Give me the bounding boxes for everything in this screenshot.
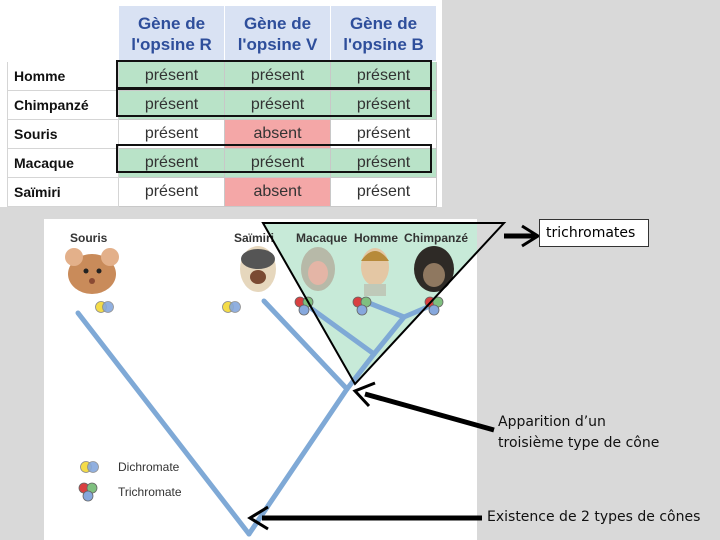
header-opsin-b: Gène de l'opsine B: [330, 5, 437, 62]
legend-dichromate-icon: [80, 461, 99, 473]
phylogenetic-tree-panel: Souris Saïmiri Macaque Homme Chimpanzé: [44, 219, 477, 540]
species-name: Souris: [7, 119, 119, 149]
species-name: Homme: [7, 61, 119, 91]
dichromat-cones-saimiri: [222, 301, 241, 313]
opsin-gene-table: Gène de l'opsine R Gène de l'opsine V Gè…: [7, 5, 437, 207]
tree-label-homme: Homme: [354, 231, 398, 245]
tree-label-saimiri: Saïmiri: [234, 231, 274, 245]
species-name: Chimpanzé: [7, 90, 119, 120]
table-header-row: Gène de l'opsine R Gène de l'opsine V Gè…: [7, 5, 437, 62]
tree-label-souris: Souris: [70, 231, 108, 245]
mouse-illustration: [65, 248, 119, 294]
third-cone-note-line2: troisième type de cône: [498, 435, 660, 451]
two-cones-arrowhead: [247, 505, 269, 531]
cell-opsin-v: absent: [224, 177, 331, 207]
two-cones-note: Existence de 2 types de cônes: [487, 509, 701, 525]
cell-opsin-r: présent: [118, 61, 225, 91]
header-opsin-v: Gène de l'opsine V: [224, 5, 331, 62]
third-cone-arrow-shaft: [364, 391, 495, 433]
saimiri-illustration: [240, 246, 276, 292]
human-illustration: [361, 248, 389, 296]
macaque-illustration: [301, 247, 335, 291]
third-cone-note-line1: Apparition d’un: [498, 414, 606, 430]
chimpanzee-illustration: [414, 246, 454, 292]
legend-trichromate-label: Trichromate: [118, 485, 182, 499]
trichromates-arrowhead: [521, 224, 541, 248]
species-name: Macaque: [7, 148, 119, 178]
legend-dichromate-label: Dichromate: [118, 460, 180, 474]
cell-opsin-r: présent: [118, 177, 225, 207]
dichromat-cones-souris: [95, 301, 114, 313]
table-row: Saïmiri présent absent présent: [7, 177, 437, 207]
cell-opsin-b: présent: [330, 177, 437, 207]
table-corner: [7, 5, 119, 62]
third-cone-arrowhead: [352, 381, 376, 408]
species-name: Saïmiri: [7, 177, 119, 207]
trichromates-label-box: trichromates: [539, 219, 649, 247]
phylogenetic-tree: Souris Saïmiri Macaque Homme Chimpanzé: [65, 223, 477, 537]
third-cone-note: Apparition d’un troisième type de cône: [498, 412, 659, 454]
cell-opsin-v: présent: [224, 61, 331, 91]
trichromat-triangle-outline: [261, 222, 507, 386]
tree-label-chimpanze: Chimpanzé: [404, 231, 468, 245]
tree-label-macaque: Macaque: [296, 231, 348, 245]
legend-trichromate-icon: [78, 482, 98, 502]
